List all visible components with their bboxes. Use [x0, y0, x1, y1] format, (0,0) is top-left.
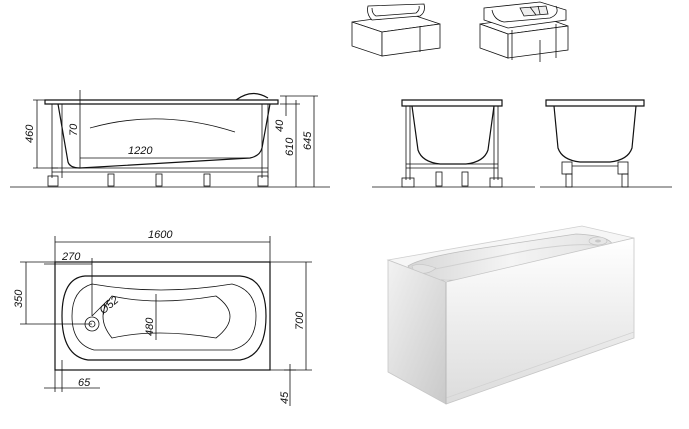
dim-480: 480 [144, 317, 156, 336]
top-plan-view: 1600 270 350 Ø52 480 700 65 45 [13, 229, 312, 406]
end-elevation-frame [372, 99, 535, 188]
dim-270: 270 [61, 251, 81, 263]
dim-645: 645 [302, 131, 314, 150]
dim-45: 45 [279, 391, 291, 404]
sketch-bathtub-frame [479, 1, 569, 62]
dim-40: 40 [274, 119, 286, 132]
dim-diameter-52: Ø52 [97, 294, 121, 317]
dim-460: 460 [24, 124, 36, 143]
dim-610: 610 [284, 137, 296, 156]
dim-1220: 1220 [128, 145, 153, 157]
dim-70: 70 [68, 123, 80, 136]
dim-65: 65 [78, 377, 91, 389]
dim-350: 350 [13, 289, 25, 308]
end-elevation-panel [540, 99, 672, 188]
bathtub-3d-render [386, 225, 635, 405]
side-elevation: 460 70 1220 40 610 645 [10, 90, 330, 188]
sketch-bathtub-panel [351, 3, 441, 57]
dim-700: 700 [294, 311, 306, 330]
dim-1600: 1600 [148, 229, 173, 241]
